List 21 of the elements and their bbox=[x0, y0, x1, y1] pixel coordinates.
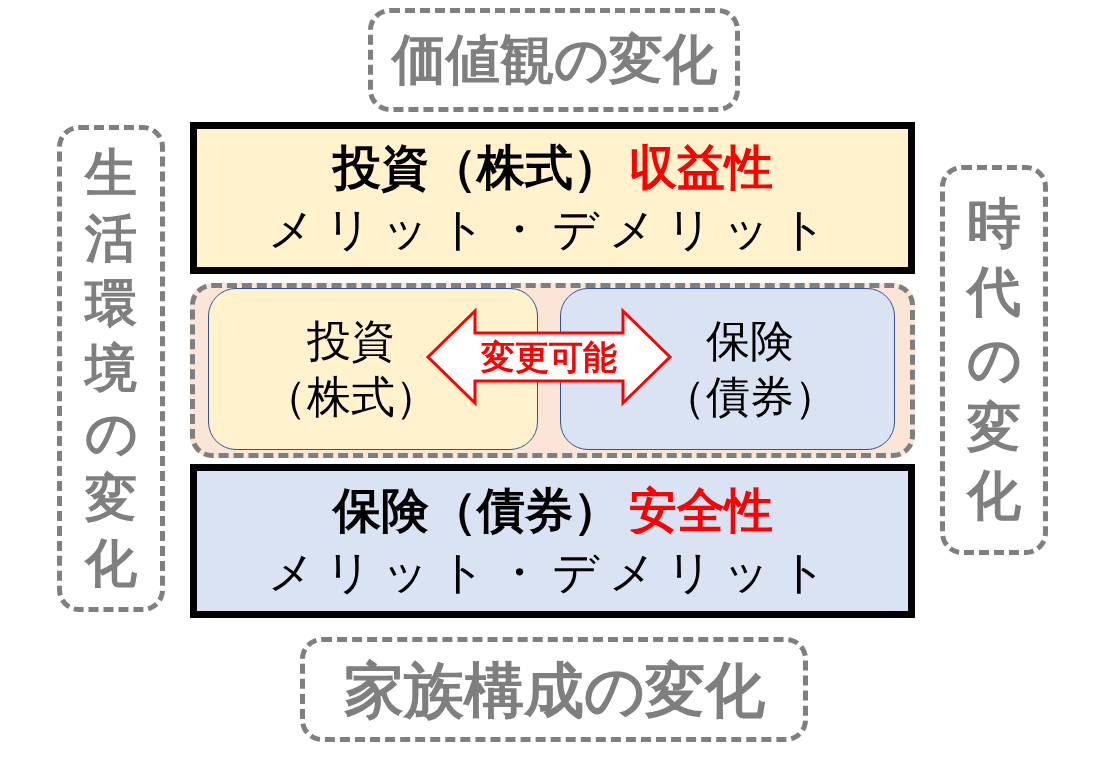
category-box bbox=[190, 122, 915, 274]
body-text: メリット・デメリット bbox=[268, 544, 837, 601]
box-label: 家族構成の変化 bbox=[343, 656, 765, 723]
box-label: 価値観の変化 bbox=[391, 30, 717, 90]
heading-text: 保険（債券） bbox=[332, 481, 621, 540]
heading-text: 投資（株式） bbox=[332, 138, 621, 197]
dashed-box bbox=[300, 637, 808, 742]
highlight-text: 収益性 bbox=[628, 138, 773, 197]
dashed-box bbox=[940, 165, 1048, 555]
box-label: 時代の変化 bbox=[967, 191, 1021, 529]
category-box bbox=[190, 464, 915, 618]
dashed-box bbox=[368, 8, 740, 112]
box-label: 投資（株式） bbox=[262, 314, 440, 424]
highlight-text: 安全性 bbox=[628, 481, 773, 540]
dashed-box bbox=[57, 125, 165, 612]
dashed-container bbox=[190, 283, 915, 458]
edge-label: 変更可能 bbox=[481, 340, 617, 374]
body-text: メリット・デメリット bbox=[268, 201, 837, 258]
double-arrow bbox=[425, 307, 673, 407]
box-label: 保険（債券） bbox=[660, 314, 839, 424]
box-label: 生活環境の変化 bbox=[85, 142, 137, 595]
